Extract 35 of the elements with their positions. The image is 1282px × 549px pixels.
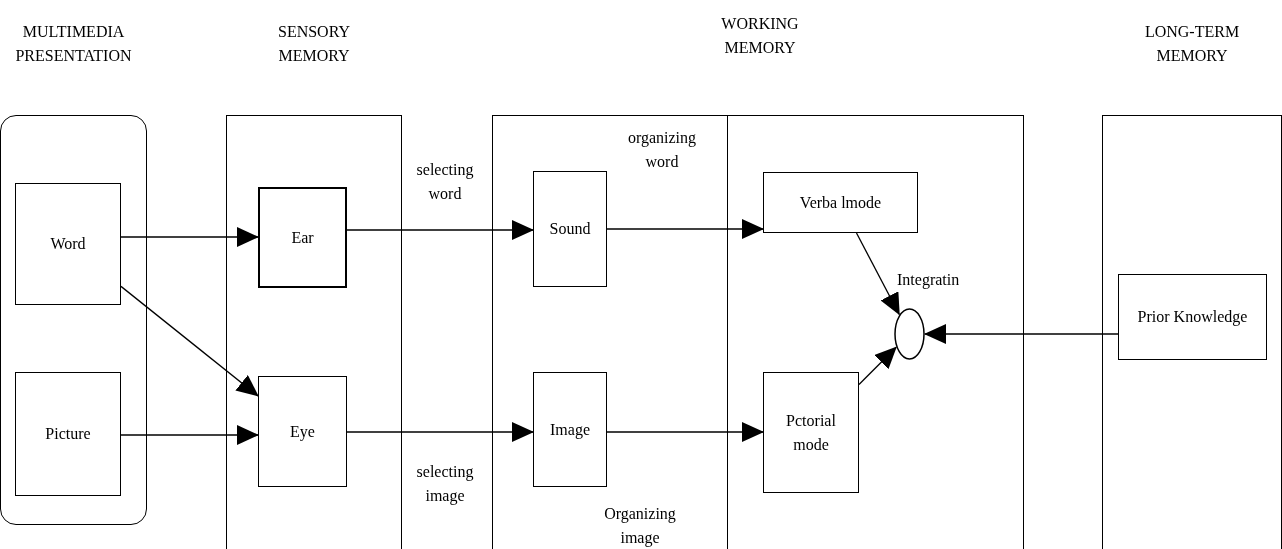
- node-caption: Integratin: [897, 270, 960, 290]
- process-box: [1118, 274, 1267, 360]
- box-label: Eye: [289, 421, 316, 443]
- box-label: Picture: [44, 424, 92, 444]
- panel-heading: MULTIMEDIA PRESENTATION: [14, 22, 133, 66]
- process-box: [15, 372, 121, 496]
- process-box: [258, 376, 347, 487]
- arrow: [120, 227, 259, 247]
- process-box: [533, 372, 607, 487]
- arrow: [606, 219, 764, 239]
- arrow: [858, 346, 897, 386]
- panel-heading: LONG-TERM MEMORY: [1143, 22, 1241, 66]
- box-label: Sound: [548, 219, 592, 239]
- arrow: [120, 425, 259, 445]
- process-box: [258, 187, 347, 288]
- process-box: [15, 183, 121, 305]
- column-heading: WORKING MEMORY: [720, 14, 800, 58]
- memory-panel: [727, 115, 1024, 549]
- box-label: Word: [49, 234, 87, 254]
- arrow: [606, 422, 764, 442]
- box-label: Verba lmode: [798, 192, 883, 213]
- integration-ellipse: [894, 308, 925, 360]
- arrow: [346, 220, 534, 240]
- process-box: [763, 172, 918, 233]
- process-box: [533, 171, 607, 287]
- arrow: [346, 422, 534, 442]
- box-label: Prior Knowledge: [1136, 307, 1249, 328]
- arrow: [855, 232, 900, 316]
- panel-heading: SENSORY MEMORY: [277, 22, 351, 66]
- arrow: [120, 285, 259, 397]
- process-box: [763, 372, 859, 493]
- box-label: Pctorial mode: [785, 410, 837, 455]
- arrow: [924, 324, 1119, 344]
- box-label: Image: [549, 419, 591, 441]
- box-label: Ear: [290, 227, 315, 248]
